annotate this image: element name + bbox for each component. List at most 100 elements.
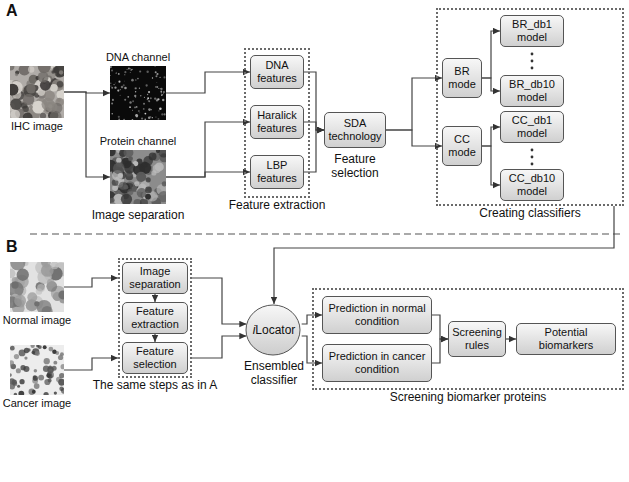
process-box: Feature selection [122,342,188,374]
box-label: CC_db1 model [504,114,560,140]
process-box: Haralick features [250,105,304,139]
connector-arrow [304,130,324,172]
ellipsis-dot [531,156,534,159]
tissue-spot [47,366,54,373]
tissue-spot [157,73,158,74]
tissue-spot [46,373,50,377]
tissue-spot [162,99,164,101]
tissue-spot [38,375,44,381]
tissue-spot [136,106,138,108]
tissue-spot [134,87,136,89]
tissue-spot [110,150,116,156]
tissue-spot [119,182,127,190]
image-ground [110,66,166,120]
connector-arrow [386,78,442,130]
image-caption: Cancer image [3,397,71,410]
stage-label: Feature selection [322,152,388,180]
image-panel: Cancer image [10,345,64,395]
tissue-spot [156,81,158,83]
tissue-spot [132,109,134,111]
tissue-spot [158,110,159,111]
tissue-spot [38,72,49,83]
tissue-spot [19,379,24,384]
tissue-spot [136,114,138,116]
tissue-spot [124,150,134,158]
ellipsis-dot [531,67,534,70]
tissue-spot [148,116,151,119]
tissue-spot [158,150,166,158]
tissue-spot [159,77,160,78]
image-panel: DNA channel [110,66,166,120]
tissue-spot [59,387,63,391]
tissue-spot [118,116,120,118]
image-caption: Normal image [3,314,71,327]
tissue-spot [135,91,136,92]
image-caption: Protein channel [100,135,176,148]
image-panel: IHC image [10,66,64,118]
image-ground [10,345,64,395]
connector-arrow [154,334,155,342]
tissue-spot [144,113,146,115]
connector-arrow [192,336,246,358]
tissue-spot [118,81,120,83]
group-frame: The same steps as in AImage separationFe… [118,258,192,378]
tissue-spot [111,69,113,71]
tissue-spot [120,95,121,96]
ellipsis-dot [531,53,534,56]
tissue-spot [134,95,136,97]
panel-letter: B [6,238,26,256]
process-box: CC_db10 model [500,169,564,201]
connector-arrow [482,78,500,91]
group-frame: Screening biomarker proteinsPrediction i… [312,288,624,390]
tissue-spot [141,161,147,167]
tissue-spot [110,74,111,76]
tissue-spot [52,349,56,353]
tissue-spot [16,368,21,373]
tissue-spot [137,188,147,198]
tissue-spot [151,109,152,110]
box-label: CC_db10 model [504,172,560,198]
tissue-spot [113,163,125,175]
tissue-spot [10,346,15,351]
tissue-spot [13,382,18,387]
tissue-spot [118,173,123,178]
tissue-spot [129,106,131,108]
tissue-image [10,345,64,395]
box-label: CC mode [446,133,478,159]
tissue-spot [34,301,39,306]
tissue-spot [130,69,132,71]
tissue-spot [123,119,125,120]
tissue-spot [158,118,160,120]
tissue-spot [123,84,125,86]
tissue-spot [58,291,64,300]
tissue-spot [10,98,22,110]
tissue-spot [139,70,141,72]
tissue-spot [53,67,59,73]
tissue-spot [14,354,19,359]
tissue-spot [32,348,39,355]
tissue-spot [10,66,14,71]
ellipsis-dot [531,60,534,63]
tissue-spot [124,162,135,173]
tissue-spot [128,68,130,70]
tissue-spot [15,73,18,76]
tissue-spot [140,95,142,97]
process-box: SDA technology [324,112,386,148]
tissue-spot [146,70,148,72]
connector-arrow [166,72,250,93]
tissue-spot [139,112,141,114]
tissue-spot [17,269,29,281]
tissue-spot [143,103,145,105]
box-label: DNA features [254,59,300,85]
tissue-spot [47,279,55,287]
tissue-spot [135,79,137,81]
tissue-spot [150,97,152,99]
tissue-spot [149,152,157,160]
tissue-spot [51,262,59,269]
box-label: Prediction in normal condition [326,302,428,328]
tissue-spot [155,75,157,77]
tissue-spot [23,113,33,118]
tissue-spot [10,373,12,377]
tissue-spot [34,369,37,372]
tissue-spot [17,385,20,388]
